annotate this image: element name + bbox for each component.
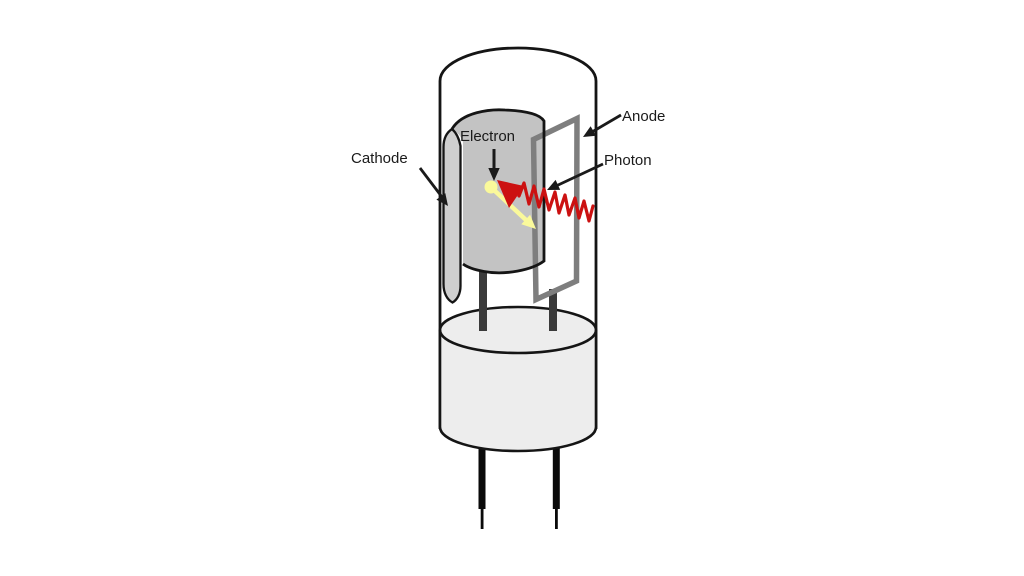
right-pin — [552, 448, 560, 529]
cathode-curled-edge — [442, 127, 462, 304]
anode-label: Anode — [622, 108, 665, 125]
electron-pointer-arrow — [488, 149, 500, 181]
cathode-pointer-arrow — [418, 167, 448, 206]
anode-lead-rod — [549, 289, 557, 331]
anode-frame — [530, 114, 580, 304]
electron-dot — [484, 180, 498, 194]
glass-envelope — [438, 46, 598, 429]
left-pin — [478, 448, 486, 529]
cathode-lead-rod — [479, 264, 487, 331]
tube-base-top-rim — [438, 329, 598, 355]
cathode-label: Cathode — [351, 150, 408, 167]
tube-base — [438, 305, 598, 453]
electron-label: Electron — [460, 128, 515, 145]
anode-pointer-arrow — [583, 113, 622, 137]
photon-label: Photon — [604, 152, 652, 169]
photon-arrowhead — [497, 180, 524, 208]
photon-pointer-arrow — [547, 162, 604, 190]
photon-wave — [517, 181, 595, 223]
